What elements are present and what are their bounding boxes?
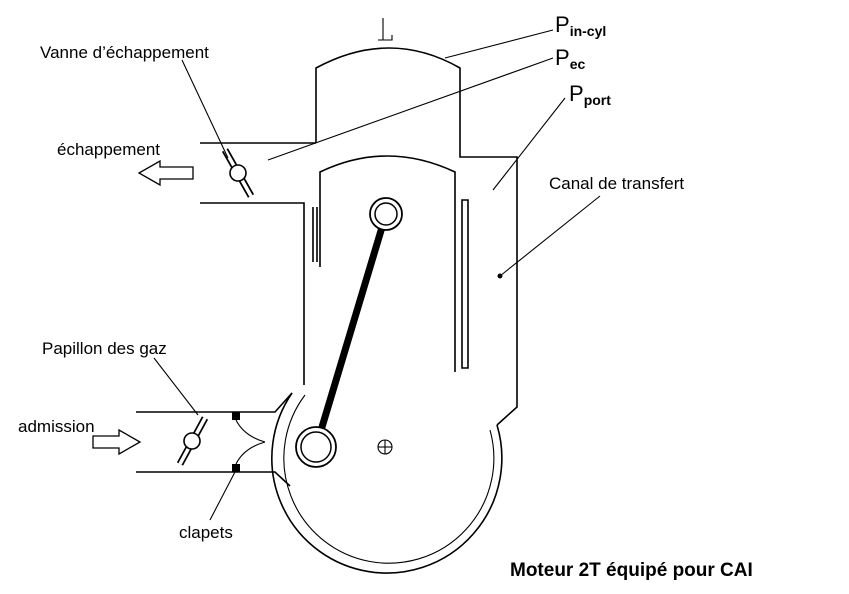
crankcase-outer	[271, 392, 503, 574]
exhaust-lower-wall	[200, 202, 305, 385]
label-vanne: Vanne d’échappement	[40, 43, 209, 62]
label-echappement: échappement	[57, 140, 160, 159]
label-p-ec: Pec	[555, 45, 585, 72]
exhaust-valve-icon	[221, 148, 255, 198]
label-p-port: Pport	[569, 81, 611, 108]
liner-right	[461, 199, 469, 369]
engine-housing	[136, 18, 518, 574]
label-admission: admission	[18, 417, 95, 436]
intake-arrow-icon	[92, 428, 142, 456]
label-p-in-cyl: Pin-cyl	[555, 12, 606, 39]
spark-plug	[378, 18, 393, 41]
engine-outer-wall	[200, 142, 518, 426]
crankshaft-center-icon	[377, 439, 393, 455]
throttle-valve-icon	[176, 416, 209, 466]
piston-pin-inner	[374, 202, 398, 226]
connecting-rod	[295, 197, 403, 468]
intake-lower-wall	[136, 471, 291, 487]
crank-pin-inner	[300, 431, 332, 463]
crankcase-inner	[283, 394, 495, 564]
intake-upper-wall	[136, 392, 293, 413]
label-clapets: clapets	[179, 523, 233, 542]
leader-lines	[153, 29, 601, 521]
reed-valves	[232, 412, 266, 472]
exhaust-arrow-icon	[137, 159, 194, 187]
piston	[312, 155, 469, 372]
label-papillon: Papillon des gaz	[42, 339, 167, 358]
piston-body	[319, 155, 456, 372]
liner-left	[312, 207, 318, 262]
diagram-title: Moteur 2T équipé pour CAI	[510, 560, 753, 581]
leader-dot	[497, 273, 503, 279]
cylinder-head	[315, 47, 461, 143]
label-canal: Canal de transfert	[549, 174, 684, 193]
